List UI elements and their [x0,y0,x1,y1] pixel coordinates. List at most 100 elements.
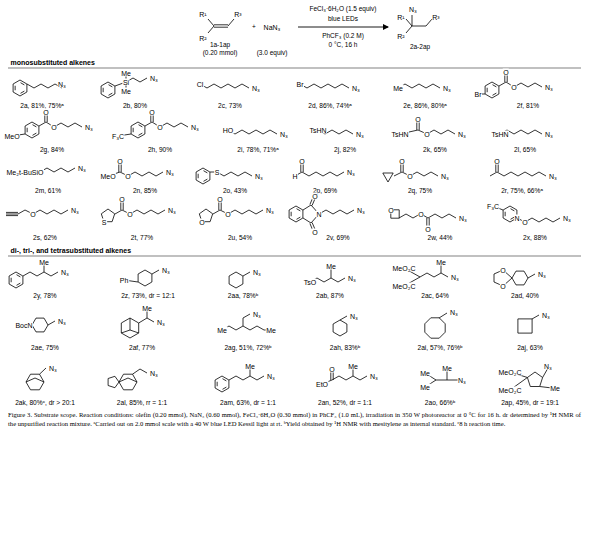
bond-line [399,214,406,218]
bond-line [222,379,226,381]
carbon-chain [229,376,257,380]
carbon-chain [420,273,448,277]
atom-label: Me [442,365,453,372]
bond-line [6,212,18,213]
compound-label: 2z, 73%, dr = 12:1 [121,293,176,300]
bond-line [11,278,12,282]
atom-label: N₃ [85,124,94,131]
bond-line [492,93,496,95]
compound-label: 2w, 44% [427,235,453,242]
bond-line [26,378,35,382]
scheme-text: blue LEDs [328,16,359,23]
bond-line [492,85,496,87]
bond-line [436,380,447,381]
bond-line [108,85,112,87]
atom-label: O [30,211,36,218]
bond-line [331,268,332,278]
section-heading: di-, tri-, and tetrasubstituted alkenes [10,247,132,254]
atom-label: N₃ [542,312,551,319]
atom-label: N₃ [61,269,70,276]
compound-label: 2ab, 87% [316,293,345,300]
atom-label: N₃ [166,169,175,176]
atom-label: N₃ [352,85,361,92]
atom-label: Br [296,81,304,88]
bond-line [228,19,234,26]
atom-label: O [388,207,394,214]
compound-label: 2y, 78% [33,293,57,300]
atom-label: Cl [196,81,204,88]
atom-label: N₃ [252,85,261,92]
atom-label: N₃ [280,131,289,138]
bond-line [243,272,250,276]
bond-line [147,318,154,322]
atom-label: N₃ [370,373,379,380]
bond-line [296,209,300,211]
bond-line [203,171,207,173]
carbon-chain [398,84,440,88]
carbon-chain [428,214,456,218]
bond-line [103,88,104,92]
atom-label: O [217,196,223,203]
atom-label: S [101,219,107,226]
atom-label: O [225,211,231,218]
ring-outline [215,376,229,392]
atom-label: O [127,211,133,218]
bond-line [214,24,228,25]
bond-line [130,318,131,330]
section-heading: monosubstituted alkenes [10,59,95,66]
bond-line [20,83,24,85]
atom-label: MeO₂C [392,265,416,272]
carbon-chain [514,83,542,87]
atom-label: S [214,169,220,176]
ring-outline [289,206,303,222]
atom-label: O [125,173,131,180]
atom-label: N₃ [538,271,547,278]
atom-label: R¹ [397,14,405,21]
ring-outline [13,80,27,96]
atom-label: O [157,124,163,131]
atom-label: Me [326,263,337,270]
bond-line [108,93,112,95]
ring-outline [108,376,119,387]
bond-line [35,378,44,382]
bond-line [412,15,413,26]
atom-label: Me [142,305,153,312]
atom-label: O [117,158,123,165]
atom-label: MeO [4,133,20,140]
atom-label: N₃ [549,173,558,180]
carbon-chain [228,210,263,214]
atom-label: Me [420,384,431,391]
atom-label: N₃ [168,207,177,214]
atom-label: N₃ [357,207,366,214]
atom-label: MeO₂C [498,387,522,394]
ring-outline [119,374,137,390]
carbon-chain [427,130,455,134]
atom-label: F₃C [111,133,124,140]
atom-label: N₃ [58,81,67,88]
scheme-text: 0 °C, 16 h [328,42,358,49]
atom-label: N₃ [450,309,459,316]
bond-line [222,387,226,389]
bond-line [439,313,447,318]
bond-line [487,88,488,92]
atom-label: R¹ [199,11,207,18]
bond-line [406,26,412,33]
compound-label: 2c, 73% [218,103,243,110]
ring-outline [25,122,39,138]
bond-line [139,318,147,323]
atom-label: Me [393,85,404,92]
scheme-text: FeCl₃·6H₂O (1.5 equiv) [309,6,377,13]
atom-label: H [292,173,298,180]
atom-label: N₃ [157,319,166,326]
atom-label: O [500,283,506,290]
bond-line [505,212,506,216]
bond-line [257,376,264,380]
scheme-text: (3.0 equiv) [256,50,288,57]
carbon-chain [54,123,82,127]
bond-line [6,215,18,216]
atom-label: Me [550,385,561,392]
atom-label: EtO [315,381,328,388]
carbon-chain [128,172,163,176]
compound-label: 2j, 82% [334,147,357,154]
atom-label: N₃ [162,267,171,274]
